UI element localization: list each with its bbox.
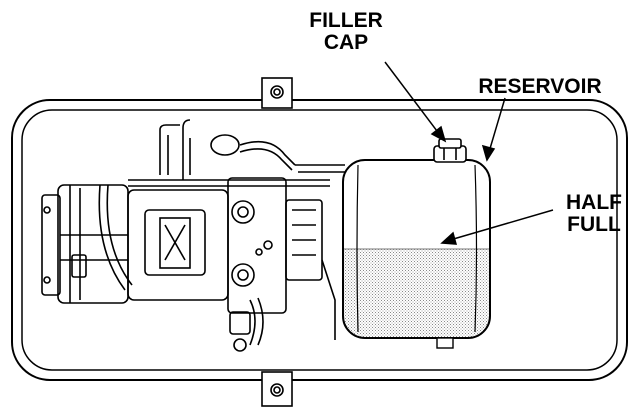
top-mounting-tab <box>261 77 293 109</box>
half-full-label-line1: HALF <box>566 191 622 214</box>
bottom-mounting-tab <box>261 371 293 407</box>
half-full-label: HALF FULL <box>556 192 632 236</box>
pump-valve-block <box>127 177 323 352</box>
hoses-and-tubing <box>98 119 345 346</box>
reservoir-tank <box>342 159 491 349</box>
filler-cap <box>433 138 467 163</box>
motor <box>41 184 129 304</box>
leader-arrows <box>384 61 554 245</box>
reservoir-label: RESERVOIR <box>478 75 602 98</box>
filler-cap-label: FILLER CAP <box>296 10 396 54</box>
filler-cap-label-line2: CAP <box>323 31 369 54</box>
half-full-label-line2: FULL <box>567 213 621 236</box>
mounting-plate <box>11 99 628 381</box>
reservoir-fluid-level <box>343 249 490 338</box>
filler-cap-label-line1: FILLER <box>309 9 383 32</box>
